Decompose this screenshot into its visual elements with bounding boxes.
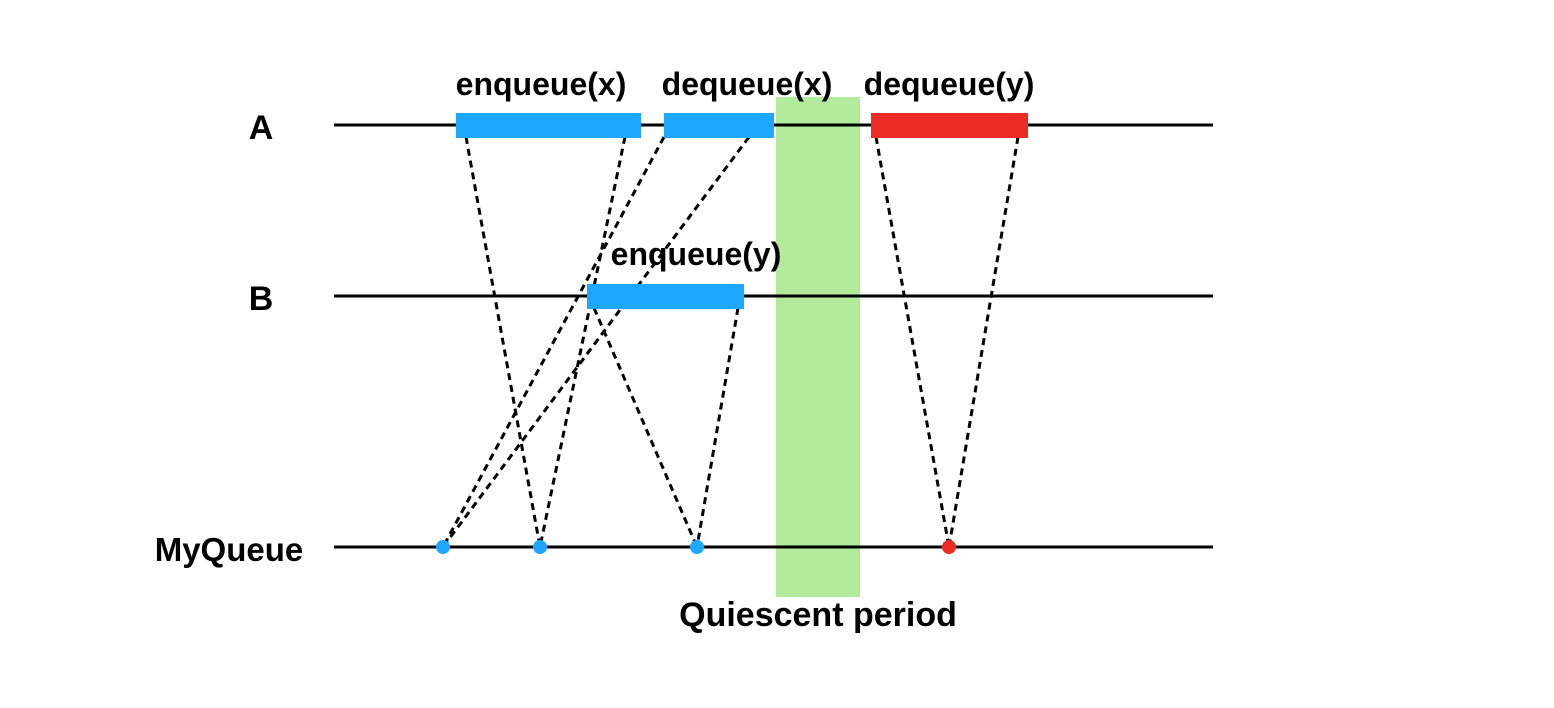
link-enqueue-y-end [695,307,740,548]
link-dequeue-x-end [441,136,751,548]
linearization-point-enqueue-x [533,540,547,554]
link-dequeue-y-start [874,136,951,548]
linearization-lines [441,136,1020,548]
operation-label-enqueue-x: enqueue(x) [456,66,627,102]
link-enqueue-x-start [464,136,542,548]
link-enqueue-y-start [592,307,699,548]
link-enqueue-x-end [538,136,627,548]
operation-label-dequeue-y: dequeue(y) [864,66,1035,102]
linearization-point-dequeue-y [942,540,956,554]
lane-label-a: A [249,109,274,147]
operation-label-enqueue-y: enqueue(y) [611,236,782,272]
lane-label-myqueue: MyQueue [155,531,304,568]
operation-label-dequeue-x: dequeue(x) [662,66,833,102]
linearization-point-enqueue-y [690,540,704,554]
link-dequeue-y-end [947,136,1020,548]
link-dequeue-x-start [441,136,666,548]
operation-bar-dequeue-x [664,113,774,138]
linearization-point-dequeue-x [436,540,450,554]
quiescent-period-label: Quiescent period [679,596,957,634]
quiescent-period-band [776,97,860,597]
operation-bar-enqueue-x [456,113,641,138]
lane-label-b: B [249,280,274,318]
operation-bar-dequeue-y [871,113,1028,138]
operation-bar-enqueue-y [587,284,744,309]
